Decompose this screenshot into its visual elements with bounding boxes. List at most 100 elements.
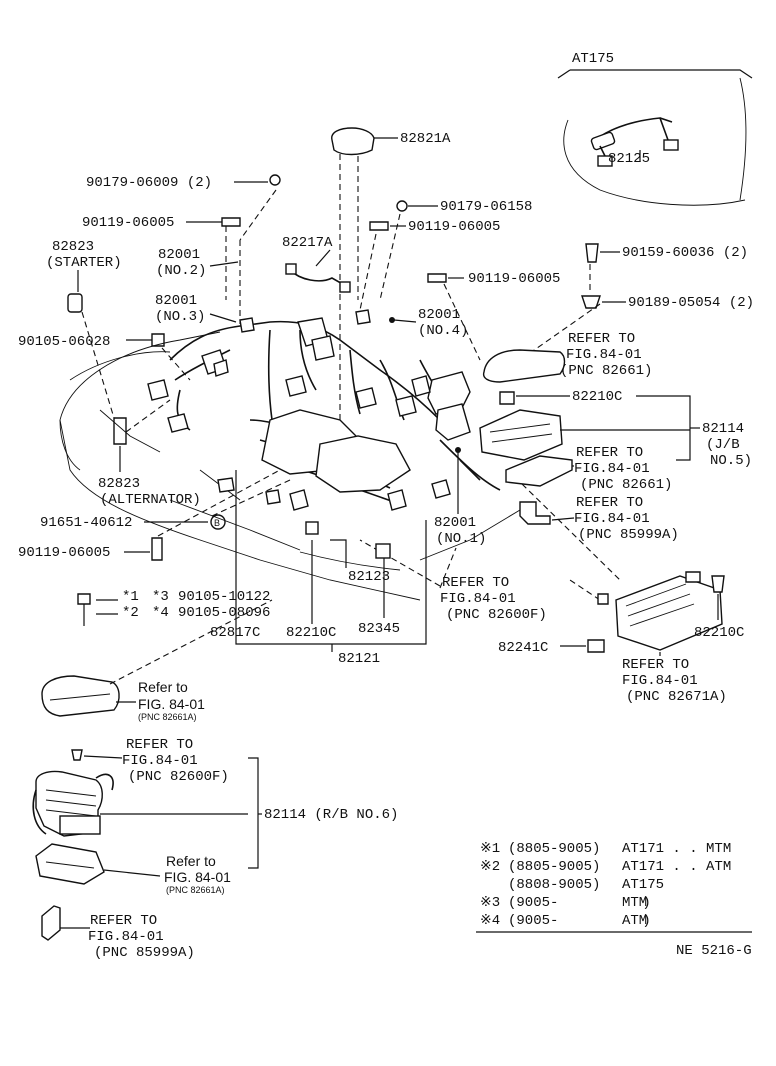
left-middle-callouts: 82823 (ALTERNATOR) 91651-40612 B 90119-0… [18, 417, 291, 626]
label-fig-7: FIG.84-01 [88, 929, 164, 945]
label-82121: 82121 [338, 651, 380, 667]
legend-range: (9005- ) [508, 895, 651, 911]
label-90189-05054: 90189-05054 (2) [628, 295, 754, 311]
legend-range: (8808-9005) [508, 877, 600, 893]
label-82817C: 82817C [210, 625, 260, 641]
label-82217A: 82217A [282, 235, 333, 251]
label-pnc-4: (PNC 82600F) [446, 607, 547, 623]
label-refer-lc-2: Refer to [166, 853, 216, 869]
label-pnc-6: (PNC 82600F) [128, 769, 229, 785]
label-90105-06028: 90105-06028 [18, 334, 110, 350]
legend-row-1: ※1 (8805-9005) AT171 . . MTM [480, 841, 731, 857]
label-fig-4: FIG.84-01 [440, 591, 516, 607]
label-82114-rb6: 82114 (R/B NO.6) [264, 807, 398, 823]
label-82241C: 82241C [498, 640, 548, 656]
right-top-callouts: 90179-06158 90119-06005 82217A 90119-060… [282, 199, 754, 361]
label-82123: 82123 [348, 569, 390, 585]
label-fig-6: FIG.84-01 [122, 753, 198, 769]
label-90105-10122: 90105-10122 [178, 589, 270, 605]
label-90119-06005-b: 90119-06005 [408, 219, 500, 235]
legend-row-2: ※2 (8805-9005) AT171 . . ATM [480, 859, 731, 875]
label-fig-lc-2: FIG. 84-01 [164, 869, 231, 885]
label-fig-2: FIG.84-01 [574, 461, 650, 477]
label-82210C-c: 82210C [694, 625, 744, 641]
legend-range: (9005- ) [508, 913, 651, 929]
label-refer-to-7: REFER TO [90, 913, 157, 929]
label-82125: 82125 [608, 151, 650, 167]
legend-model: AT171 . . ATM [622, 859, 731, 875]
legend-row-3: (8808-9005) AT175 [508, 877, 664, 893]
legend-mark: ※3 [480, 895, 500, 911]
label-90119-06005-a: 90119-06005 [82, 215, 174, 231]
label-82114-jb5: 82114 [702, 421, 744, 437]
label-pnc-3: (PNC 85999A) [578, 527, 679, 543]
legend-range: (8805-9005) [508, 859, 600, 875]
legend-model: AT171 . . MTM [622, 841, 731, 857]
legend-mark: ※2 [480, 859, 500, 875]
label-fig-3: FIG.84-01 [574, 511, 650, 527]
label-pnc-5: (PNC 82671A) [626, 689, 727, 705]
label-b-mark: B [214, 518, 220, 528]
label-no2: (NO.2) [156, 263, 206, 279]
label-alternator: (ALTERNATOR) [100, 492, 201, 508]
junction-block-lower-right: 82210C 82241C REFER TO FIG.84-01 (PNC 82… [498, 571, 744, 705]
label-82001-no1: 82001 [434, 515, 476, 531]
left-top-callouts: 90179-06009 (2) 90119-06005 82823 (START… [18, 174, 281, 350]
label-90119-06005-d: 90119-06005 [18, 545, 110, 561]
label-90179-06009: 90179-06009 (2) [86, 175, 212, 191]
label-no1: (NO.1) [436, 531, 486, 547]
label-82821A: 82821A [400, 131, 451, 147]
legend-mark: ※4 [480, 913, 500, 929]
figure-code: NE 5216-G [676, 943, 752, 959]
label-90159-60036: 90159-60036 (2) [622, 245, 748, 261]
label-refer-to-5: REFER TO [622, 657, 689, 673]
cover-82821A: 82821A [331, 127, 451, 480]
legend-model: ATM [622, 913, 647, 929]
label-no4: (NO.4) [418, 323, 468, 339]
label-fig-5: FIG.84-01 [622, 673, 698, 689]
label-82210C-a: 82210C [572, 389, 622, 405]
label-pnc-1: (PNC 82661) [560, 363, 652, 379]
label-82823-alternator: 82823 [98, 476, 140, 492]
label-91651-40612: 91651-40612 [40, 515, 132, 531]
label-fig-lc-1: FIG. 84-01 [138, 696, 205, 712]
label-starter: (STARTER) [46, 255, 122, 271]
legend-model: MTM [622, 895, 647, 911]
label-refer-to-4: REFER TO [442, 575, 509, 591]
label-refer-to-1: REFER TO [568, 331, 635, 347]
legend-model: AT175 [622, 877, 664, 893]
label-star4: *4 [152, 605, 169, 621]
label-82210C-b: 82210C [286, 625, 336, 641]
label-refer-to-3: REFER TO [576, 495, 643, 511]
label-90179-06158: 90179-06158 [440, 199, 532, 215]
right-middle-callouts: REFER TO FIG.84-01 (PNC 82661) 82210C 82… [479, 331, 752, 543]
label-82001-no3: 82001 [155, 293, 197, 309]
label-star2: *2 [122, 605, 139, 621]
label-at175: AT175 [572, 51, 614, 67]
label-no3: (NO.3) [155, 309, 205, 325]
label-refer-to-6: REFER TO [126, 737, 193, 753]
label-pnc-2: (PNC 82661) [580, 477, 672, 493]
label-pnc-lc-1: (PNC 82661A) [138, 712, 197, 722]
label-pnc-lc-2: (PNC 82661A) [166, 885, 225, 895]
label-82823-starter: 82823 [52, 239, 94, 255]
model-legend: ※1 (8805-9005) AT171 . . MTM ※2 (8805-90… [476, 841, 752, 933]
label-star1: *1 [122, 589, 139, 605]
engine-bay-harness-drawing [59, 189, 621, 601]
label-star3: *3 [152, 589, 169, 605]
label-fig-1: FIG.84-01 [566, 347, 642, 363]
label-90105-08096: 90105-08096 [178, 605, 270, 621]
label-refer-lc-1: Refer to [138, 679, 188, 695]
legend-mark: ※1 [480, 841, 500, 857]
at175-inset: AT175 82125 [557, 51, 753, 206]
label-90119-06005-c: 90119-06005 [468, 271, 560, 287]
label-82001-no2: 82001 [158, 247, 200, 263]
legend-row-4: ※3 (9005- ) MTM [480, 895, 651, 911]
label-jb: (J/B [706, 437, 740, 453]
label-82001-no4: 82001 [418, 307, 460, 323]
lower-left-group: Refer to FIG. 84-01 (PNC 82661A) REFER T… [32, 599, 398, 961]
legend-row-5: ※4 (9005- ) ATM [480, 913, 651, 929]
label-pnc-7: (PNC 85999A) [94, 945, 195, 961]
label-no5: NO.5) [710, 453, 752, 469]
